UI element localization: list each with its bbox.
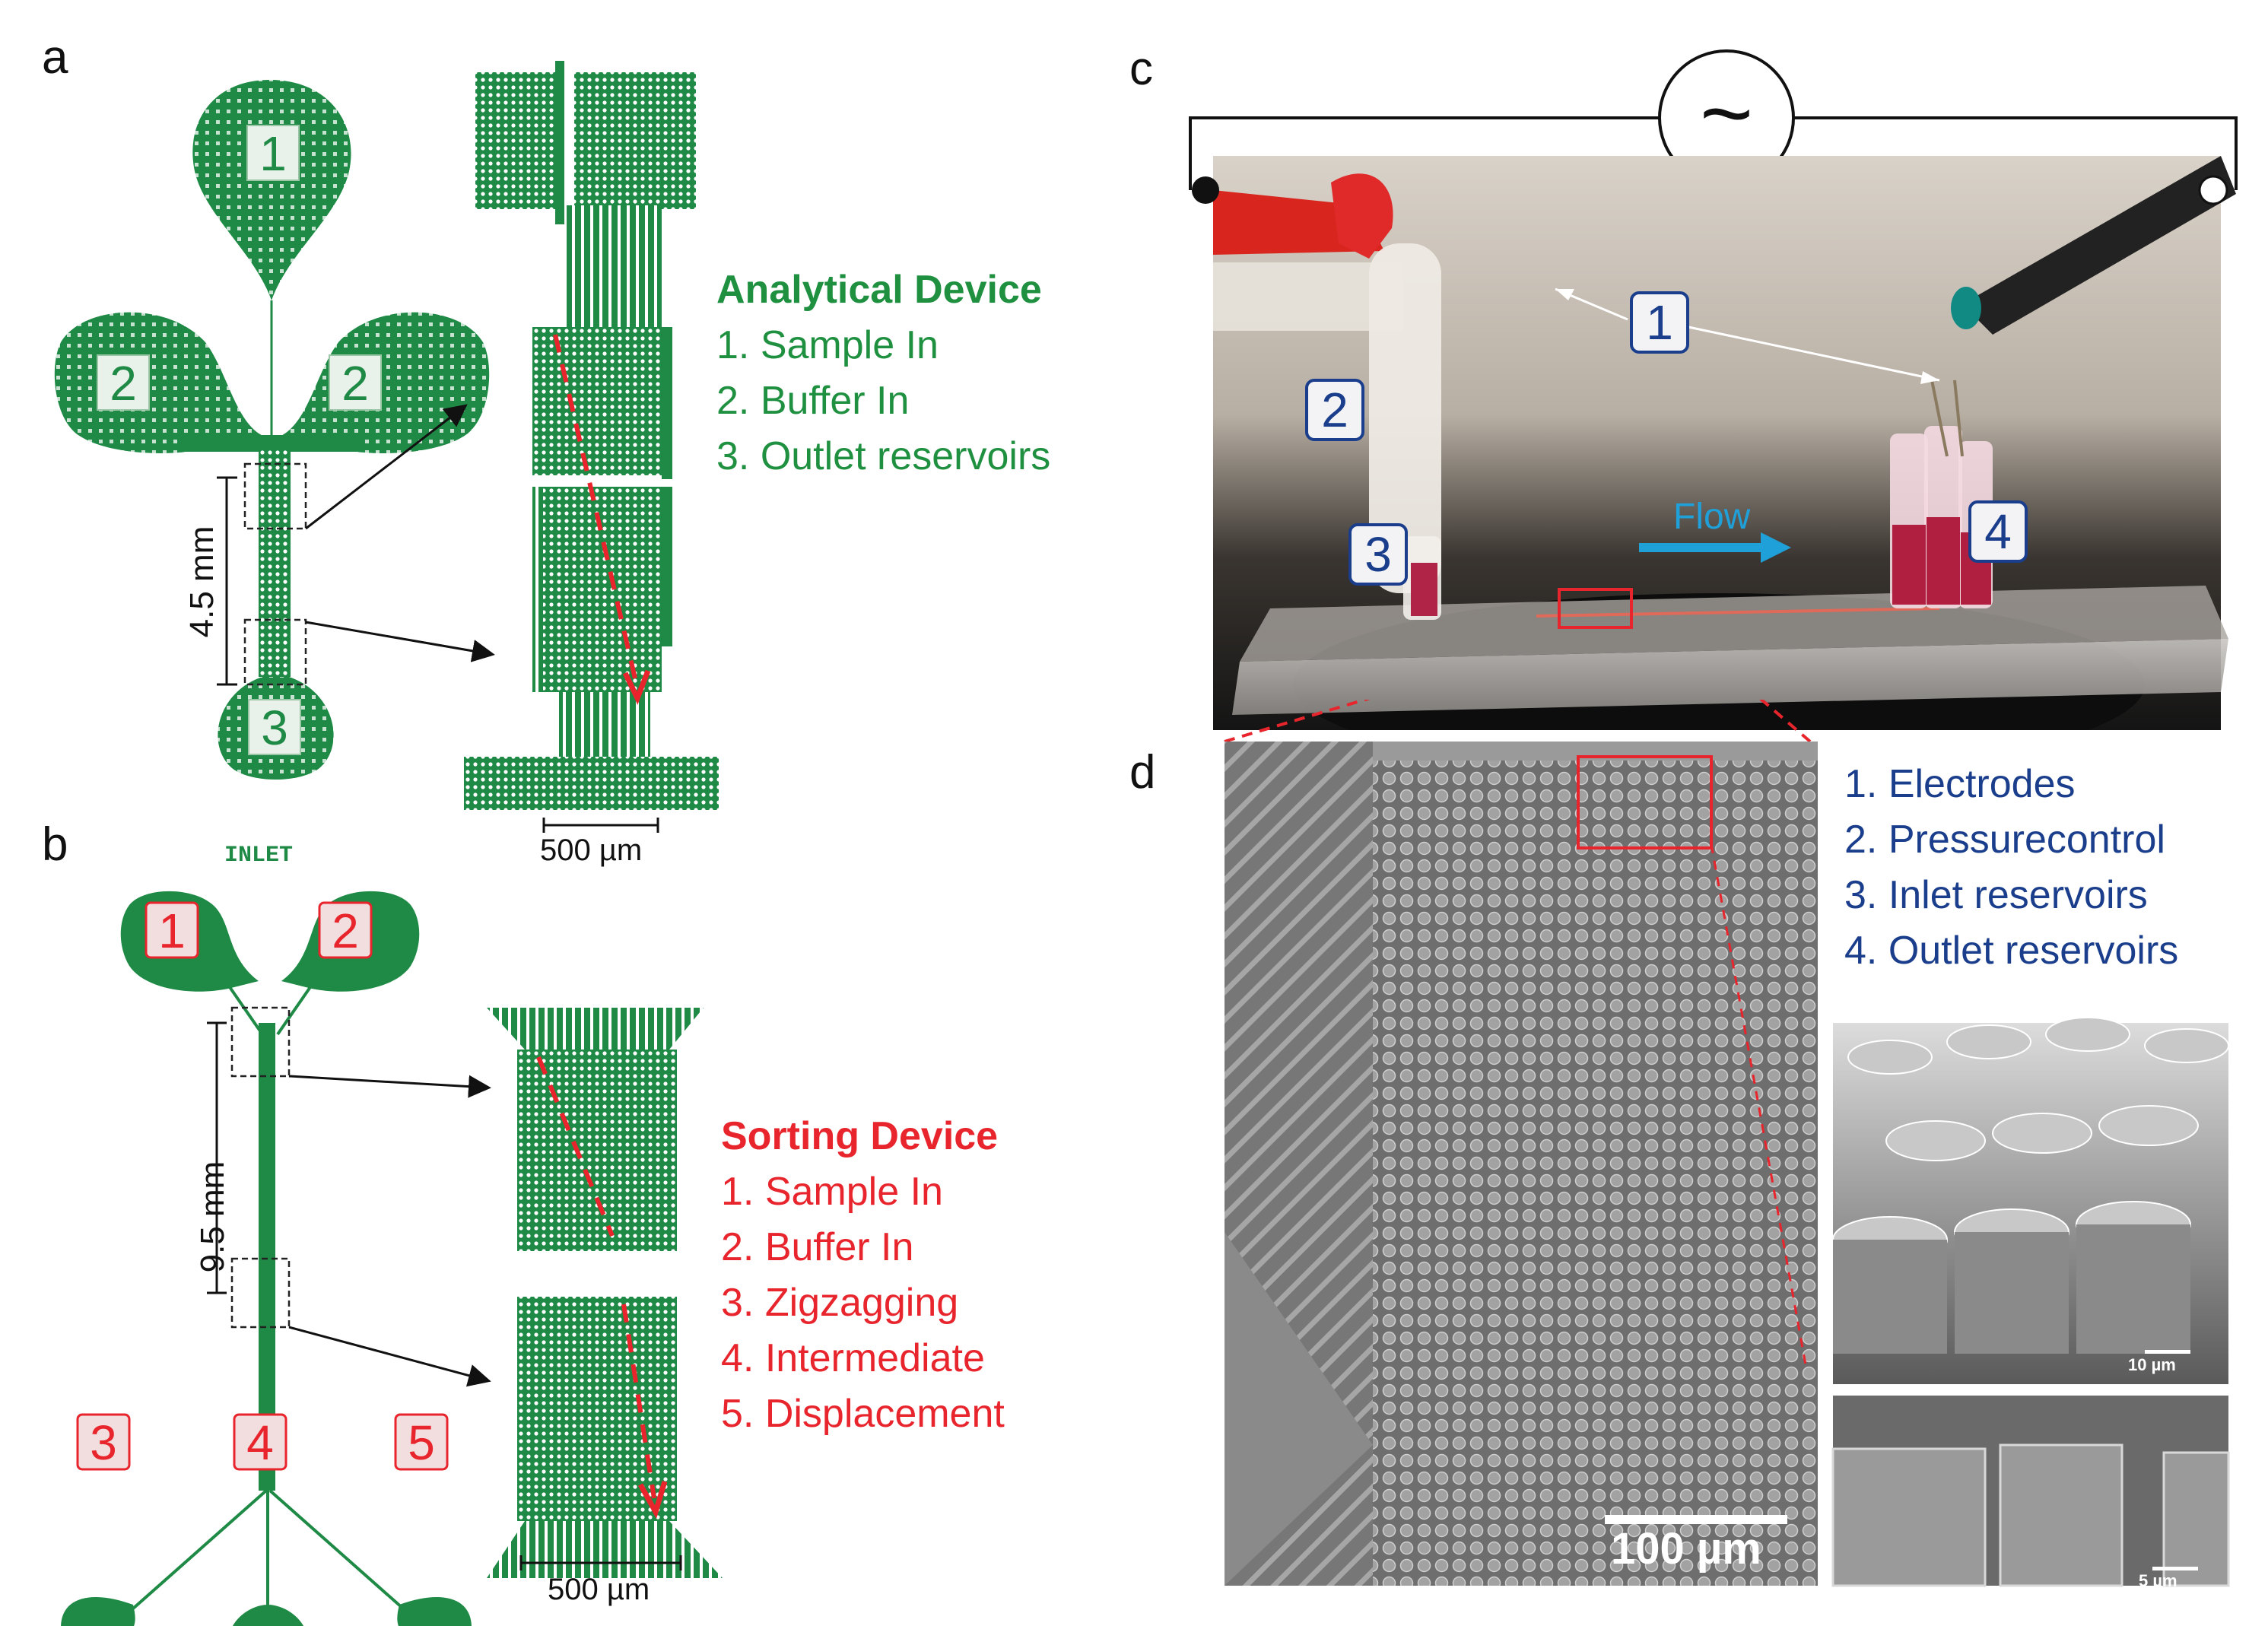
reservoir-label-2a: 2 [110, 356, 137, 411]
reservoir-label-1: 1 [259, 126, 287, 181]
legend-analytical: Analytical Device 1. Sample In 2. Buffer… [716, 262, 1050, 484]
inlet-text: INLET [224, 843, 294, 869]
legend-sorting-item: 4. Intermediate [721, 1336, 985, 1380]
reservoir-1-shape [192, 80, 351, 300]
panel-a-device-diagram: 1 2 2 3 4.5 mm [54, 61, 719, 833]
panel-letter-b: b [42, 818, 68, 871]
reservoir-b4-shape [233, 1605, 303, 1626]
scale-bar-inset-bottom: 5 µm [2139, 1571, 2177, 1590]
scale-bar-b: 500 µm [548, 1573, 650, 1606]
panel-b-device-diagram: 1 2 3 4 5 [61, 891, 723, 1626]
reservoir-b-label-2: 2 [332, 904, 359, 958]
reservoir-b-label-4: 4 [246, 1415, 274, 1470]
legend-photo: 1. Electrodes 2. Pressurecontrol 3. Inle… [1844, 757, 2178, 979]
legend-sorting-item: 5. Displacement [721, 1392, 1005, 1436]
reservoir-2-right-shape [278, 312, 490, 453]
legend-sorting-item: 3. Zigzagging [721, 1281, 959, 1325]
panel-letter-d: d [1129, 746, 1156, 799]
reservoir-b3-shape [61, 1597, 135, 1626]
reservoir-2-left-shape [54, 312, 266, 453]
legend-photo-item: 3. Inlet reservoirs [1844, 873, 2148, 917]
legend-sorting-item: 2. Buffer In [721, 1225, 914, 1269]
scale-bar-a: 500 µm [540, 834, 643, 867]
channel-b [259, 1023, 275, 1491]
legend-analytical-item: 1. Sample In [716, 323, 939, 367]
scale-bar-inset-top: 10 µm [2128, 1355, 2176, 1374]
legend-analytical-item: 2. Buffer In [716, 379, 910, 423]
panel-letter-a: a [42, 31, 68, 84]
reservoir-b-label-3: 3 [90, 1415, 117, 1470]
dimension-b: 9.5 mm [194, 1161, 231, 1273]
panel-letter-c: c [1129, 43, 1153, 95]
channel-a [259, 449, 291, 677]
ac-symbol: ~ [1700, 62, 1753, 164]
reservoir-b-label-5: 5 [408, 1415, 435, 1470]
reservoir-b-label-1: 1 [158, 904, 186, 958]
legend-photo-item: 2. Pressurecontrol [1844, 818, 2165, 862]
legend-sorting-title: Sorting Device [721, 1114, 999, 1158]
reservoir-label-3: 3 [261, 700, 288, 755]
legend-photo-item: 4. Outlet reservoirs [1844, 929, 2179, 973]
legend-photo-item: 1. Electrodes [1844, 762, 2076, 806]
dimension-a: 4.5 mm [183, 526, 221, 638]
panel-c-photo: ~ Flow 1 2 3 4 [1189, 49, 2238, 730]
callout-2: 2 [1321, 383, 1348, 437]
legend-analytical-item: 3. Outlet reservoirs [716, 434, 1051, 478]
reservoir-label-2b: 2 [341, 356, 369, 411]
reservoir-b5-shape [397, 1597, 472, 1626]
callout-1: 1 [1646, 295, 1673, 350]
callout-4: 4 [1984, 504, 2012, 559]
scale-bar-main-d: 100 µm [1611, 1524, 1761, 1574]
panel-d-sem [1224, 700, 2230, 1587]
callout-3: 3 [1364, 527, 1392, 582]
legend-sorting: Sorting Device 1. Sample In 2. Buffer In… [721, 1109, 1005, 1442]
legend-sorting-item: 1. Sample In [721, 1170, 943, 1214]
legend-analytical-title: Analytical Device [716, 268, 1042, 312]
flow-label: Flow [1673, 497, 1751, 537]
